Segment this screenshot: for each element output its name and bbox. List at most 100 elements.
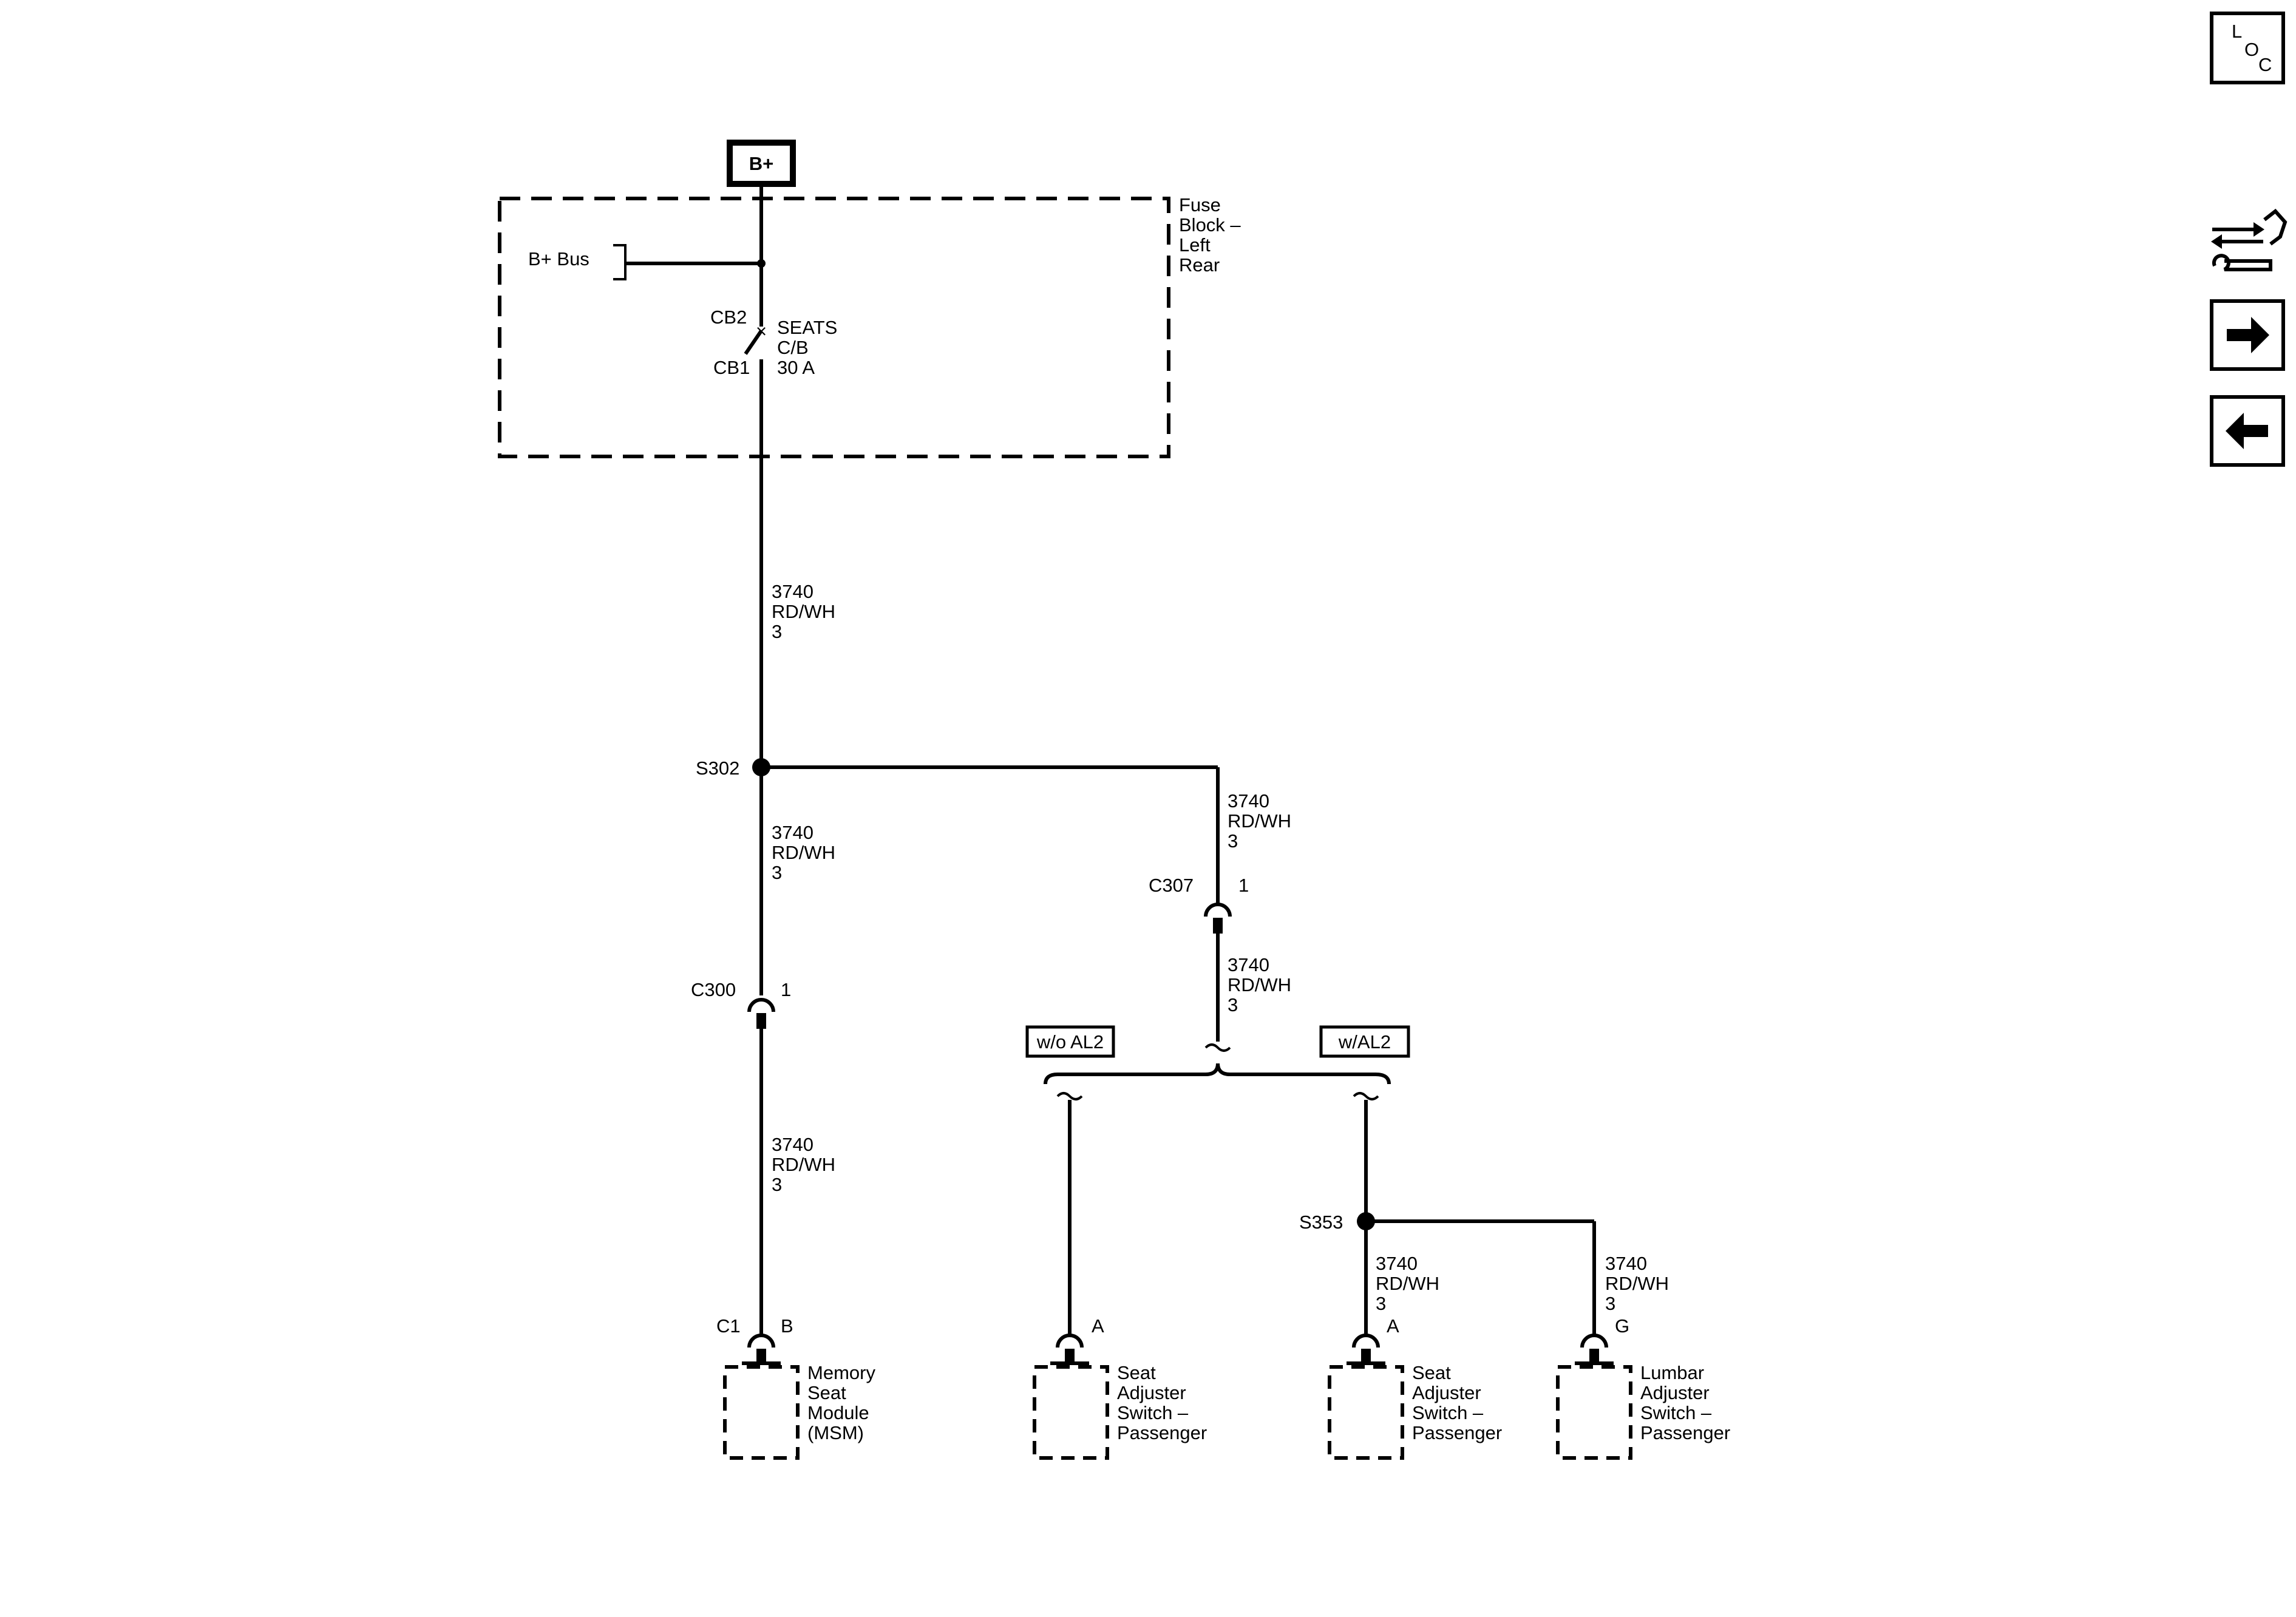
msm-label-1: Memory: [807, 1362, 875, 1383]
wire-color: RD/WH: [1605, 1273, 1669, 1294]
wire-circuit: 3740: [772, 581, 813, 602]
lumbar-label-4: Passenger: [1640, 1422, 1730, 1443]
wire-gauge: 3: [1605, 1293, 1615, 1314]
breaker-name-2: C/B: [777, 337, 809, 358]
loc-letter-o: O: [2244, 39, 2259, 60]
connector-view-icon[interactable]: [2211, 208, 2288, 271]
loc-letter-c: C: [2258, 54, 2272, 75]
wire-label-s302-c300: 3740 RD/WH 3: [772, 822, 835, 883]
component-seat-adjuster-switch-2: Seat Adjuster Switch – Passenger: [1328, 1362, 1502, 1460]
sas2-pin: A: [1387, 1315, 1399, 1337]
wire-gauge: 3: [1228, 994, 1238, 1015]
wire-label-c307-options: 3740 RD/WH 3: [1228, 954, 1291, 1015]
lumbar-label-3: Switch –: [1640, 1402, 1712, 1423]
wire-color: RD/WH: [1228, 974, 1291, 995]
wire-color: RD/WH: [1228, 810, 1291, 832]
wire-gauge: 3: [772, 862, 782, 883]
component-lumbar-adjuster-switch: Lumbar Adjuster Switch – Passenger: [1556, 1362, 1730, 1460]
sas1-pin: A: [1092, 1315, 1104, 1337]
option-with-al2: w/AL2: [1319, 1025, 1410, 1058]
s353-label: S353: [1299, 1212, 1343, 1233]
wire-gauge: 3: [1376, 1293, 1386, 1314]
bplus-source: B+: [727, 140, 796, 187]
cb1-label: CB1: [713, 357, 750, 378]
loc-letter-l: L: [2232, 21, 2242, 42]
sas1-label-2: Adjuster: [1117, 1382, 1186, 1403]
lumbar-label-2: Adjuster: [1640, 1382, 1710, 1403]
arrow-right-icon: [2227, 317, 2269, 353]
component-seat-adjuster-switch-1: Seat Adjuster Switch – Passenger: [1033, 1362, 1207, 1460]
connector-lumbar-switch: G: [1575, 1315, 1629, 1365]
bplus-label: B+: [749, 153, 774, 174]
fuse-block-title-2: Block –: [1179, 214, 1241, 236]
wire-circuit: 3740: [772, 822, 813, 843]
lumbar-label-1: Lumbar: [1640, 1362, 1704, 1383]
arrow-left-icon: [2226, 413, 2268, 449]
sas1-label-3: Switch –: [1117, 1402, 1189, 1423]
wire-color: RD/WH: [772, 601, 835, 622]
option-break-top: [1204, 1043, 1231, 1052]
msm-label-4: (MSM): [807, 1422, 864, 1443]
seats-circuit-breaker: × CB2 CB1 SEATS C/B 30 A: [710, 184, 837, 759]
option-break-right: [1353, 1092, 1379, 1100]
without-al2-label: w/o AL2: [1036, 1031, 1104, 1053]
component-memory-seat-module: Memory Seat Module (MSM): [723, 1362, 875, 1460]
wire-color: RD/WH: [1376, 1273, 1439, 1294]
msm-label-2: Seat: [807, 1382, 846, 1403]
c300-pin: 1: [781, 979, 791, 1000]
c300-name: C300: [691, 979, 736, 1000]
bus-label: B+ Bus: [528, 248, 589, 270]
wire-color: RD/WH: [772, 1154, 835, 1175]
lumbar-pin: G: [1615, 1315, 1629, 1337]
wire-label-main: 3740 RD/WH 3: [772, 581, 835, 642]
fuse-block-title-1: Fuse: [1179, 194, 1221, 215]
sas2-label-2: Adjuster: [1412, 1382, 1481, 1403]
wire-circuit: 3740: [1228, 954, 1269, 975]
fuse-block-left-rear: Fuse Block – Left Rear: [498, 194, 1241, 458]
c307-pin: 1: [1238, 875, 1249, 896]
c1-name: C1: [716, 1315, 741, 1337]
option-break-left: [1056, 1092, 1083, 1100]
wire-circuit: 3740: [1605, 1253, 1647, 1274]
connector-c1: C1 B: [716, 1315, 793, 1365]
c1-pin: B: [781, 1315, 793, 1337]
wire-color: RD/WH: [772, 842, 835, 863]
previous-page-button[interactable]: [2210, 395, 2285, 467]
breaker-name-3: 30 A: [777, 357, 815, 378]
wire-label-s302-c307: 3740 RD/WH 3: [1228, 790, 1291, 852]
connector-seat-switch-2: A: [1347, 1315, 1399, 1365]
splice-s353: S353: [1299, 1212, 1596, 1335]
wire-label-s353-lumbar: 3740 RD/WH 3: [1605, 1253, 1669, 1314]
breaker-name-1: SEATS: [777, 317, 837, 338]
with-al2-label: w/AL2: [1338, 1031, 1391, 1053]
wire-gauge: 3: [772, 621, 782, 642]
fuse-block-title-4: Rear: [1179, 254, 1220, 276]
fuse-block-title-3: Left: [1179, 234, 1211, 256]
connector-c300: C300 1: [691, 979, 791, 1029]
cb2-label: CB2: [710, 307, 747, 328]
wire-gauge: 3: [772, 1174, 782, 1195]
next-page-button[interactable]: [2210, 299, 2285, 371]
wire-label-s353-sas2: 3740 RD/WH 3: [1376, 1253, 1439, 1314]
connector-seat-switch-1: A: [1050, 1315, 1104, 1365]
wire-circuit: 3740: [1228, 790, 1269, 812]
bplus-bus: B+ Bus: [528, 244, 766, 280]
sas1-label-4: Passenger: [1117, 1422, 1207, 1443]
wire-gauge: 3: [1228, 830, 1238, 852]
sas1-label-1: Seat: [1117, 1362, 1156, 1383]
wire-label-c300-msm: 3740 RD/WH 3: [772, 1134, 835, 1195]
connector-c307: C307 1: [1149, 875, 1249, 934]
option-without-al2: w/o AL2: [1025, 1025, 1115, 1058]
sas2-label-1: Seat: [1412, 1362, 1451, 1383]
loc-button[interactable]: L O C: [2210, 12, 2285, 84]
wire-circuit: 3740: [772, 1134, 813, 1155]
s302-label: S302: [696, 758, 739, 779]
sas2-label-3: Switch –: [1412, 1402, 1484, 1423]
c307-name: C307: [1149, 875, 1194, 896]
sas2-label-4: Passenger: [1412, 1422, 1502, 1443]
msm-label-3: Module: [807, 1402, 869, 1423]
option-brace: [1044, 1063, 1391, 1085]
wire-circuit: 3740: [1376, 1253, 1418, 1274]
splice-s302: S302: [696, 758, 1220, 904]
